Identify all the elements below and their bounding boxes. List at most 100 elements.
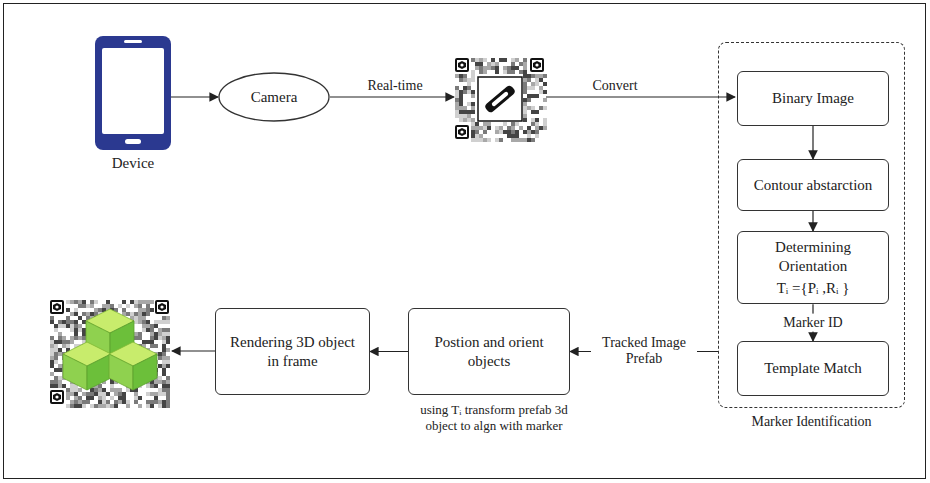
phone-icon	[95, 36, 171, 150]
pattern-cell	[471, 138, 475, 142]
pattern-cell	[455, 98, 459, 102]
pattern-cell	[539, 86, 543, 90]
node-text: Contour abstarction	[754, 176, 873, 195]
pattern-cell	[54, 376, 58, 380]
pattern-cell	[126, 404, 130, 408]
pattern-cell	[94, 388, 98, 392]
pattern-cell	[162, 328, 166, 332]
corner-icon	[55, 395, 58, 398]
pattern-cell	[499, 138, 503, 142]
pattern-cell	[50, 356, 54, 360]
pattern-cell	[78, 404, 82, 408]
pattern-cell	[539, 126, 543, 130]
pattern-cell	[150, 308, 154, 312]
edge-label: Tracked Image Prefab	[591, 334, 697, 370]
pattern-cell	[74, 308, 78, 312]
pattern-cell	[50, 344, 54, 348]
pattern-cell	[146, 300, 150, 304]
pattern-cell	[483, 126, 487, 130]
pattern-cell	[154, 384, 158, 388]
corner-icon	[458, 128, 466, 136]
pattern-cell	[58, 320, 62, 324]
pattern-cell	[467, 118, 471, 122]
camera-ellipse: Camera	[218, 72, 330, 122]
cube-left	[63, 354, 87, 390]
pattern-cell	[543, 74, 547, 78]
pattern-cell	[54, 324, 58, 328]
pattern-cell	[78, 336, 82, 340]
convert-arrow	[546, 96, 735, 97]
process-box: Determining OrientationTᵢ ={Pᵢ ,Rᵢ }	[737, 231, 889, 304]
pattern-cell	[511, 58, 515, 62]
pattern-cell	[158, 400, 162, 404]
pattern-cell	[102, 404, 106, 408]
pattern-cell	[475, 138, 479, 142]
pattern-cell	[475, 58, 479, 62]
corner-icon	[53, 303, 61, 311]
pattern-cell	[507, 66, 511, 70]
pattern-cell	[74, 336, 78, 340]
pattern-cell	[82, 328, 86, 332]
corner-icon	[160, 305, 163, 308]
pattern-cell	[162, 340, 166, 344]
pattern-cell	[150, 384, 154, 388]
pattern-cell	[511, 70, 515, 74]
pattern-cell	[543, 126, 547, 130]
corner-icon	[455, 58, 469, 72]
pattern-cell	[118, 304, 122, 308]
pattern-cell	[126, 312, 130, 316]
pattern-cell	[158, 380, 162, 384]
process-box: Postion and orient objects	[408, 308, 570, 395]
pattern-cell	[511, 126, 515, 130]
outer-frame	[4, 4, 926, 479]
pattern-cell	[154, 380, 158, 384]
pattern-cell	[58, 352, 62, 356]
pattern-cell	[110, 304, 114, 308]
pattern-cell	[50, 384, 54, 388]
pattern-cell	[523, 74, 527, 78]
corner-icon	[55, 305, 58, 308]
pattern-cell	[166, 328, 170, 332]
corner-icon	[535, 63, 538, 66]
pattern-cell	[70, 320, 74, 324]
pattern-cell	[503, 66, 507, 70]
pattern-cell	[66, 308, 70, 312]
pattern-cell	[154, 392, 158, 396]
pattern-cell	[543, 106, 547, 110]
pattern-cell	[98, 392, 102, 396]
pattern-cell	[162, 344, 166, 348]
pattern-cell	[515, 134, 519, 138]
pattern-cell	[98, 400, 102, 404]
pattern-cell	[535, 78, 539, 82]
connector-arrow	[370, 351, 408, 352]
pattern-cell	[471, 110, 475, 114]
pattern-cell	[543, 98, 547, 102]
pattern-cell	[138, 336, 142, 340]
pattern-cell	[166, 316, 170, 320]
pattern-cell	[62, 320, 66, 324]
node-text: Marker Identification	[719, 413, 904, 431]
pattern-cell	[106, 304, 110, 308]
pattern-cell	[523, 138, 527, 142]
pattern-cell	[70, 336, 74, 340]
pattern-cell	[142, 316, 146, 320]
pattern-cell	[134, 316, 138, 320]
pattern-cell	[511, 134, 515, 138]
pattern-cell	[535, 130, 539, 134]
pattern-cell	[70, 400, 74, 404]
pattern-cell	[479, 134, 483, 138]
pattern-cell	[459, 114, 463, 118]
pattern-cell	[479, 62, 483, 66]
pattern-cell	[74, 300, 78, 304]
pattern-cell	[455, 106, 459, 110]
pattern-cell	[543, 82, 547, 86]
pattern-cell	[491, 62, 495, 66]
pattern-cell	[134, 400, 138, 404]
pattern-cell	[523, 110, 527, 114]
node-text: Template Match	[764, 359, 862, 378]
pattern-cell	[158, 352, 162, 356]
pattern-cell	[66, 316, 70, 320]
pattern-cell	[495, 70, 499, 74]
pattern-cell	[74, 320, 78, 324]
pattern-cell	[70, 388, 74, 392]
